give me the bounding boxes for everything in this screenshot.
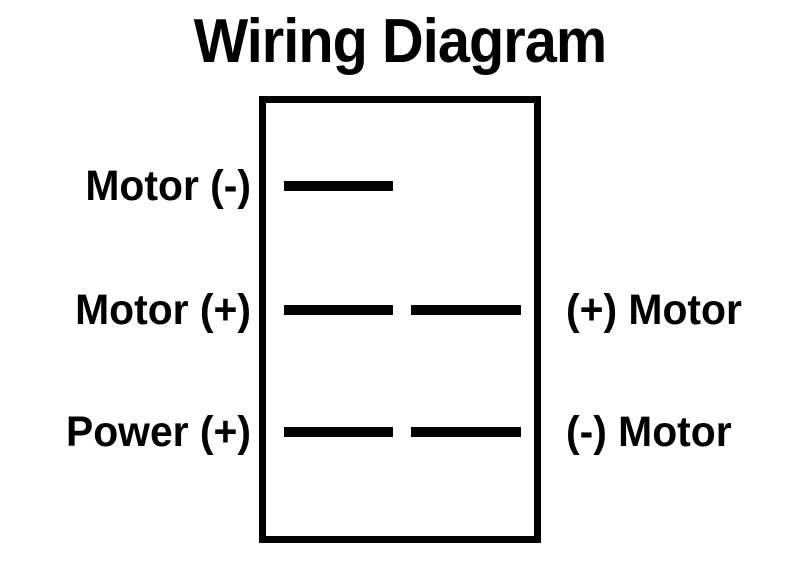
terminal-label-left-2: Power (+) bbox=[65, 408, 251, 456]
contact-bar-1-b bbox=[411, 305, 521, 315]
terminal-row: Motor (-) bbox=[0, 158, 800, 214]
terminal-row: Power (+) (-) Motor bbox=[0, 404, 800, 460]
contact-bar-1-a bbox=[284, 305, 393, 315]
terminal-row: Motor (+) (+) Motor bbox=[0, 282, 800, 338]
terminal-label-left-1: Motor (+) bbox=[75, 286, 251, 334]
rocker-switch-body bbox=[259, 96, 541, 543]
contact-bar-0-a bbox=[284, 181, 393, 191]
terminal-label-right-2: (-) Motor bbox=[566, 408, 732, 456]
terminal-label-right-1: (+) Motor bbox=[566, 286, 742, 334]
contact-bar-2-b bbox=[411, 427, 521, 437]
page-title: Wiring Diagram bbox=[193, 7, 608, 76]
terminal-label-left-0: Motor (-) bbox=[85, 162, 251, 210]
contact-bar-2-a bbox=[284, 427, 393, 437]
